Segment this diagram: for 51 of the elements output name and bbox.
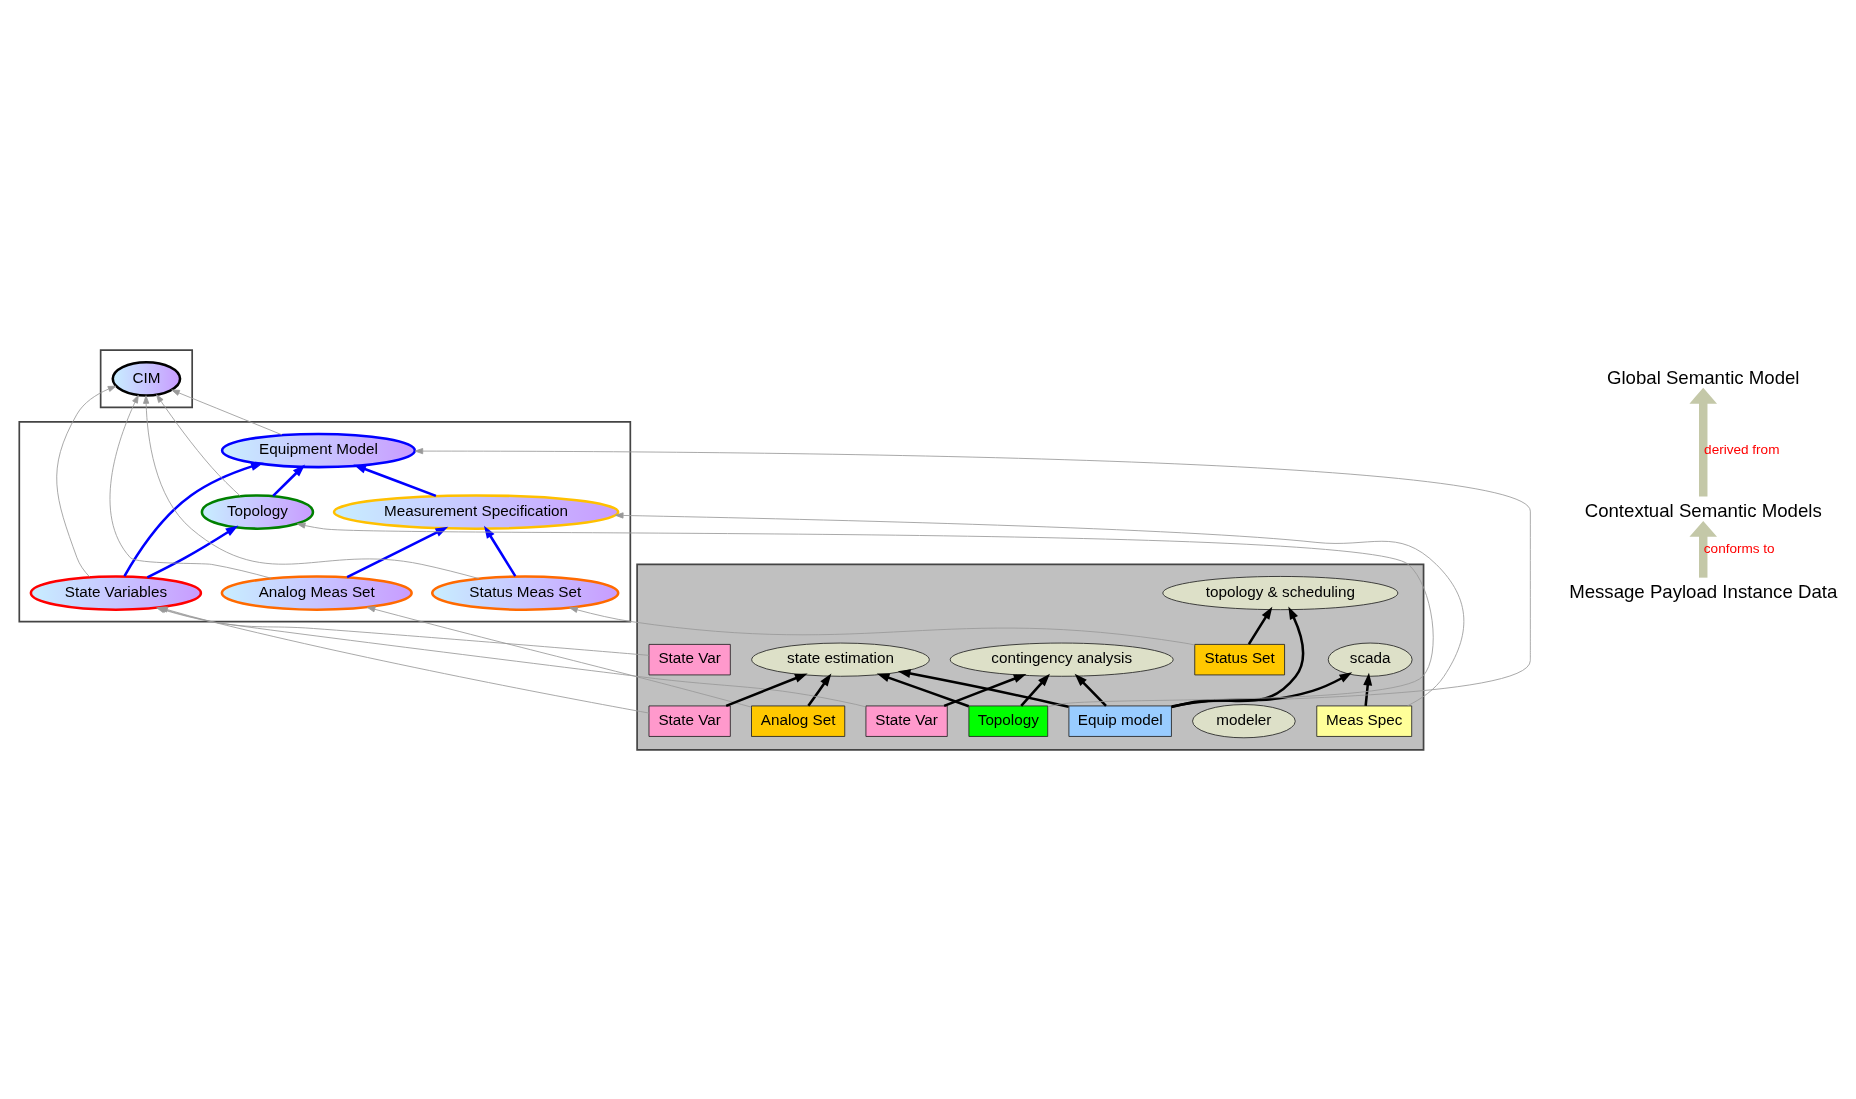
node-box: State Var [648, 643, 731, 675]
node-box: Meas Spec [1316, 705, 1413, 737]
arrow [1074, 673, 1107, 707]
node-box: Topology [968, 705, 1049, 737]
arrow [272, 463, 306, 497]
arrow [615, 511, 1465, 706]
arrow [353, 464, 437, 497]
node-text: Global Semantic Model [1606, 366, 1800, 388]
arrow [1689, 387, 1717, 497]
arrow [346, 526, 449, 578]
node-ellipse: Equipment Model [220, 432, 417, 468]
arrow [123, 461, 264, 577]
node-ellipse: contingency analysis [949, 642, 1174, 677]
arrow [109, 394, 272, 579]
node-box: State Var [648, 705, 731, 737]
arrow [1689, 520, 1717, 578]
arrow [156, 393, 241, 496]
node-ellipse: scada [1327, 642, 1413, 677]
arrow [414, 447, 1531, 707]
arrow [484, 525, 517, 577]
arrow [807, 672, 832, 707]
arrow [171, 389, 283, 435]
node-box: Equip model [1068, 705, 1172, 737]
cluster [636, 563, 1425, 751]
node-box: State Var [865, 705, 948, 737]
arrow [1171, 606, 1305, 708]
arrow [56, 385, 117, 577]
cluster [18, 420, 632, 623]
arrow [943, 673, 1027, 707]
node-box: Status Set [1194, 643, 1285, 675]
arrow [725, 673, 808, 707]
arrow [146, 525, 239, 578]
arrow [366, 605, 752, 708]
arrow [1363, 672, 1373, 706]
node-ellipse: topology & scheduling [1162, 575, 1399, 610]
node-text: Message Payload Instance Data [1569, 580, 1838, 602]
arrow [897, 668, 1069, 708]
arrow [1171, 671, 1353, 708]
edge-label: conforms to [1703, 540, 1775, 556]
edge-label: derived from [1704, 441, 1780, 457]
arrow [296, 522, 1434, 707]
arrow [1020, 673, 1050, 707]
arrow [876, 672, 970, 707]
arrow [1247, 606, 1273, 645]
arrow [143, 394, 480, 579]
arrow [569, 606, 1196, 645]
node-ellipse: Measurement Specification [332, 493, 620, 530]
cluster [99, 348, 194, 408]
node-text: Contextual Semantic Models [1584, 499, 1822, 521]
node-box: Analog Set [751, 705, 846, 737]
node-ellipse: modeler [1192, 703, 1296, 738]
